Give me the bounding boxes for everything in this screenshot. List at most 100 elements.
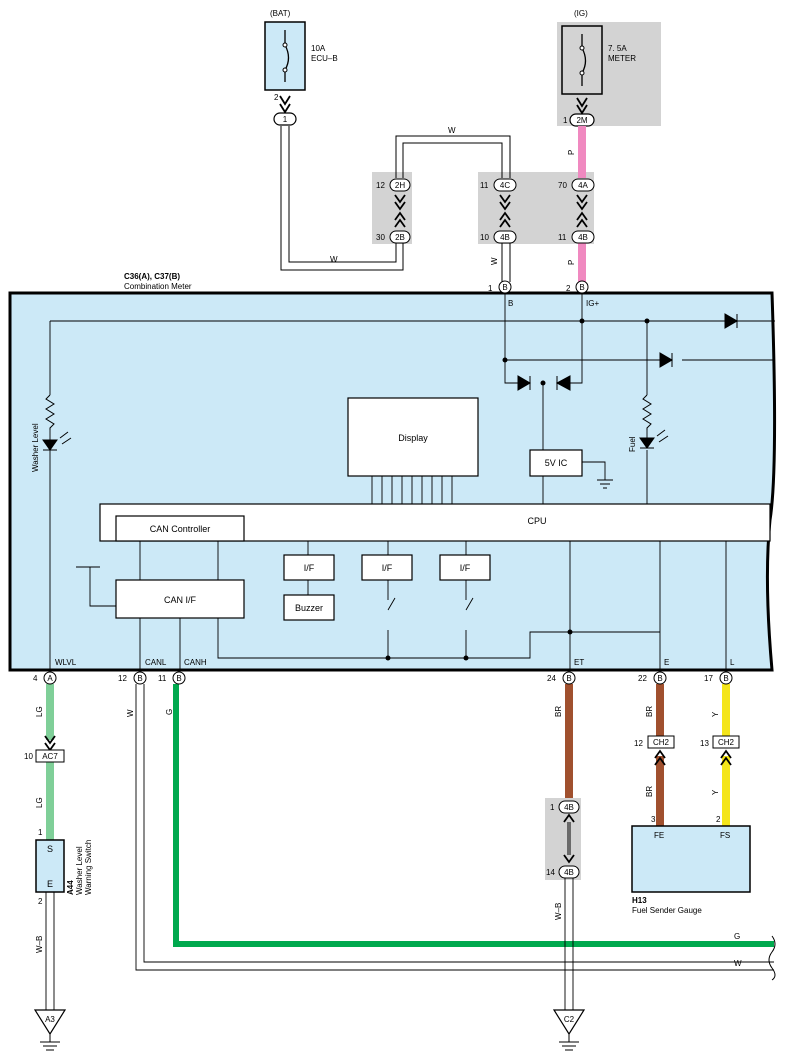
svg-text:C2: C2 (564, 1015, 575, 1024)
meter-bottom-pin-17b: 17 B (704, 671, 733, 685)
svg-text:4B: 4B (578, 233, 588, 242)
conn-4a: 70 4A 11 4B (558, 178, 595, 244)
wire-lg-label-1: LG (35, 706, 44, 717)
ig-conn: 2M (576, 116, 587, 125)
svg-text:2: 2 (566, 284, 571, 293)
svg-text:H13: H13 (632, 896, 647, 905)
svg-text:17: 17 (704, 674, 713, 683)
g-wire (173, 684, 774, 947)
can-controller-label: CAN Controller (150, 524, 211, 534)
svg-text:2: 2 (716, 815, 721, 824)
vic-box (529, 449, 583, 477)
washer-level-switch: 1 S E 2 A44 Washer Level Warning Switch (35, 828, 93, 906)
svg-text:3: 3 (651, 815, 656, 824)
w-wire-bottom (135, 684, 774, 971)
meter-name: Combination Meter (124, 282, 192, 291)
fuel-led-icon (639, 437, 655, 449)
lg-wire-1 (46, 684, 54, 740)
svg-text:FS: FS (720, 831, 730, 840)
bat-fuse-name: ECU–B (311, 54, 338, 63)
svg-text:2B: 2B (395, 233, 405, 242)
diode-3 (659, 352, 673, 368)
conn-4b-bottom: 1 4B 14 4B (546, 800, 580, 879)
pink-wire-1 (578, 126, 586, 178)
svg-text:B: B (723, 674, 728, 683)
br-wire-3 (656, 756, 664, 826)
svg-text:B: B (579, 283, 584, 292)
wire-w-label-3: W (490, 257, 499, 265)
diode-2 (555, 375, 571, 391)
diode-1 (517, 375, 531, 391)
display-box (347, 397, 479, 477)
wire-w-label-5: W (734, 959, 742, 968)
svg-text:B: B (502, 283, 507, 292)
svg-text:1: 1 (550, 803, 555, 812)
wire-y-label-1: Y (711, 711, 720, 717)
if-label-1: I/F (304, 563, 315, 573)
svg-text:A44: A44 (66, 880, 75, 895)
meter-bottom-pin-11b: 11 B (158, 671, 186, 685)
pin-label-l: L (730, 658, 735, 667)
wire-w-label-2: W (330, 255, 338, 264)
display-label: Display (398, 433, 428, 443)
wire-br-label-3: BR (645, 786, 654, 797)
br-wire-1 (565, 684, 573, 800)
meter-top-pin-1: 1 B B (488, 280, 513, 308)
if-label-3: I/F (460, 563, 471, 573)
br-wire-2 (656, 684, 664, 736)
wire-wb-label-1: W–B (554, 903, 563, 920)
svg-text:Warning Switch: Warning Switch (84, 840, 93, 895)
svg-text:A: A (47, 674, 53, 683)
ig-fuse-name: METER (608, 54, 636, 63)
ground-a3: A3 (33, 1009, 67, 1051)
washer-level-label: Washer Level (31, 423, 40, 472)
if-label-2: I/F (382, 563, 393, 573)
meter-bottom-pin-4a: 4 A (33, 671, 57, 685)
wire-br-label-1: BR (554, 706, 563, 717)
pin-label-canl: CANL (145, 658, 167, 667)
w-wires-top (280, 126, 511, 282)
cpu-label: CPU (527, 516, 546, 526)
svg-text:B: B (657, 674, 662, 683)
can-controller-box (115, 515, 245, 542)
vic-ground-icon (597, 479, 613, 489)
svg-text:30: 30 (376, 233, 385, 242)
conn-ch2-left: 12 CH2 (634, 735, 675, 766)
conn-2h: 12 2H 30 2B (376, 178, 411, 244)
svg-text:10: 10 (480, 233, 489, 242)
pin-label-canh: CANH (184, 658, 207, 667)
fuel-resistor (642, 394, 652, 430)
pin-label-et: ET (574, 658, 584, 667)
svg-text:2: 2 (38, 897, 43, 906)
svg-text:13: 13 (700, 739, 709, 748)
if-box-2 (361, 554, 413, 581)
if-box-3 (439, 554, 491, 581)
svg-text:B: B (176, 674, 181, 683)
svg-text:4C: 4C (500, 181, 510, 190)
svg-text:AC7: AC7 (42, 752, 58, 761)
y-wire-2 (722, 756, 730, 826)
pink-wire-2 (578, 243, 586, 283)
can-if-label: CAN I/F (164, 595, 197, 605)
wire-p-label-1: P (567, 150, 576, 155)
wire-y-label-2: Y (711, 789, 720, 795)
svg-text:A3: A3 (45, 1015, 55, 1024)
wire-w-label-4: W (126, 709, 135, 717)
conn-4c: 11 4C 10 4B (480, 178, 517, 244)
svg-text:S: S (47, 844, 53, 854)
svg-text:B: B (508, 299, 513, 308)
svg-text:12: 12 (634, 739, 643, 748)
svg-text:12: 12 (118, 674, 127, 683)
svg-text:B: B (137, 674, 142, 683)
wire-br-label-2: BR (645, 706, 654, 717)
svg-text:1: 1 (488, 284, 493, 293)
svg-text:CH2: CH2 (653, 738, 670, 747)
y-wire-1 (722, 684, 730, 736)
svg-text:14: 14 (546, 868, 555, 877)
bat-conn: 1 (283, 115, 288, 124)
wb-wire-a3 (45, 892, 55, 1010)
svg-text:1: 1 (38, 828, 43, 837)
pin-label-wlvl: WLVL (55, 658, 77, 667)
svg-text:IG+: IG+ (586, 299, 599, 308)
